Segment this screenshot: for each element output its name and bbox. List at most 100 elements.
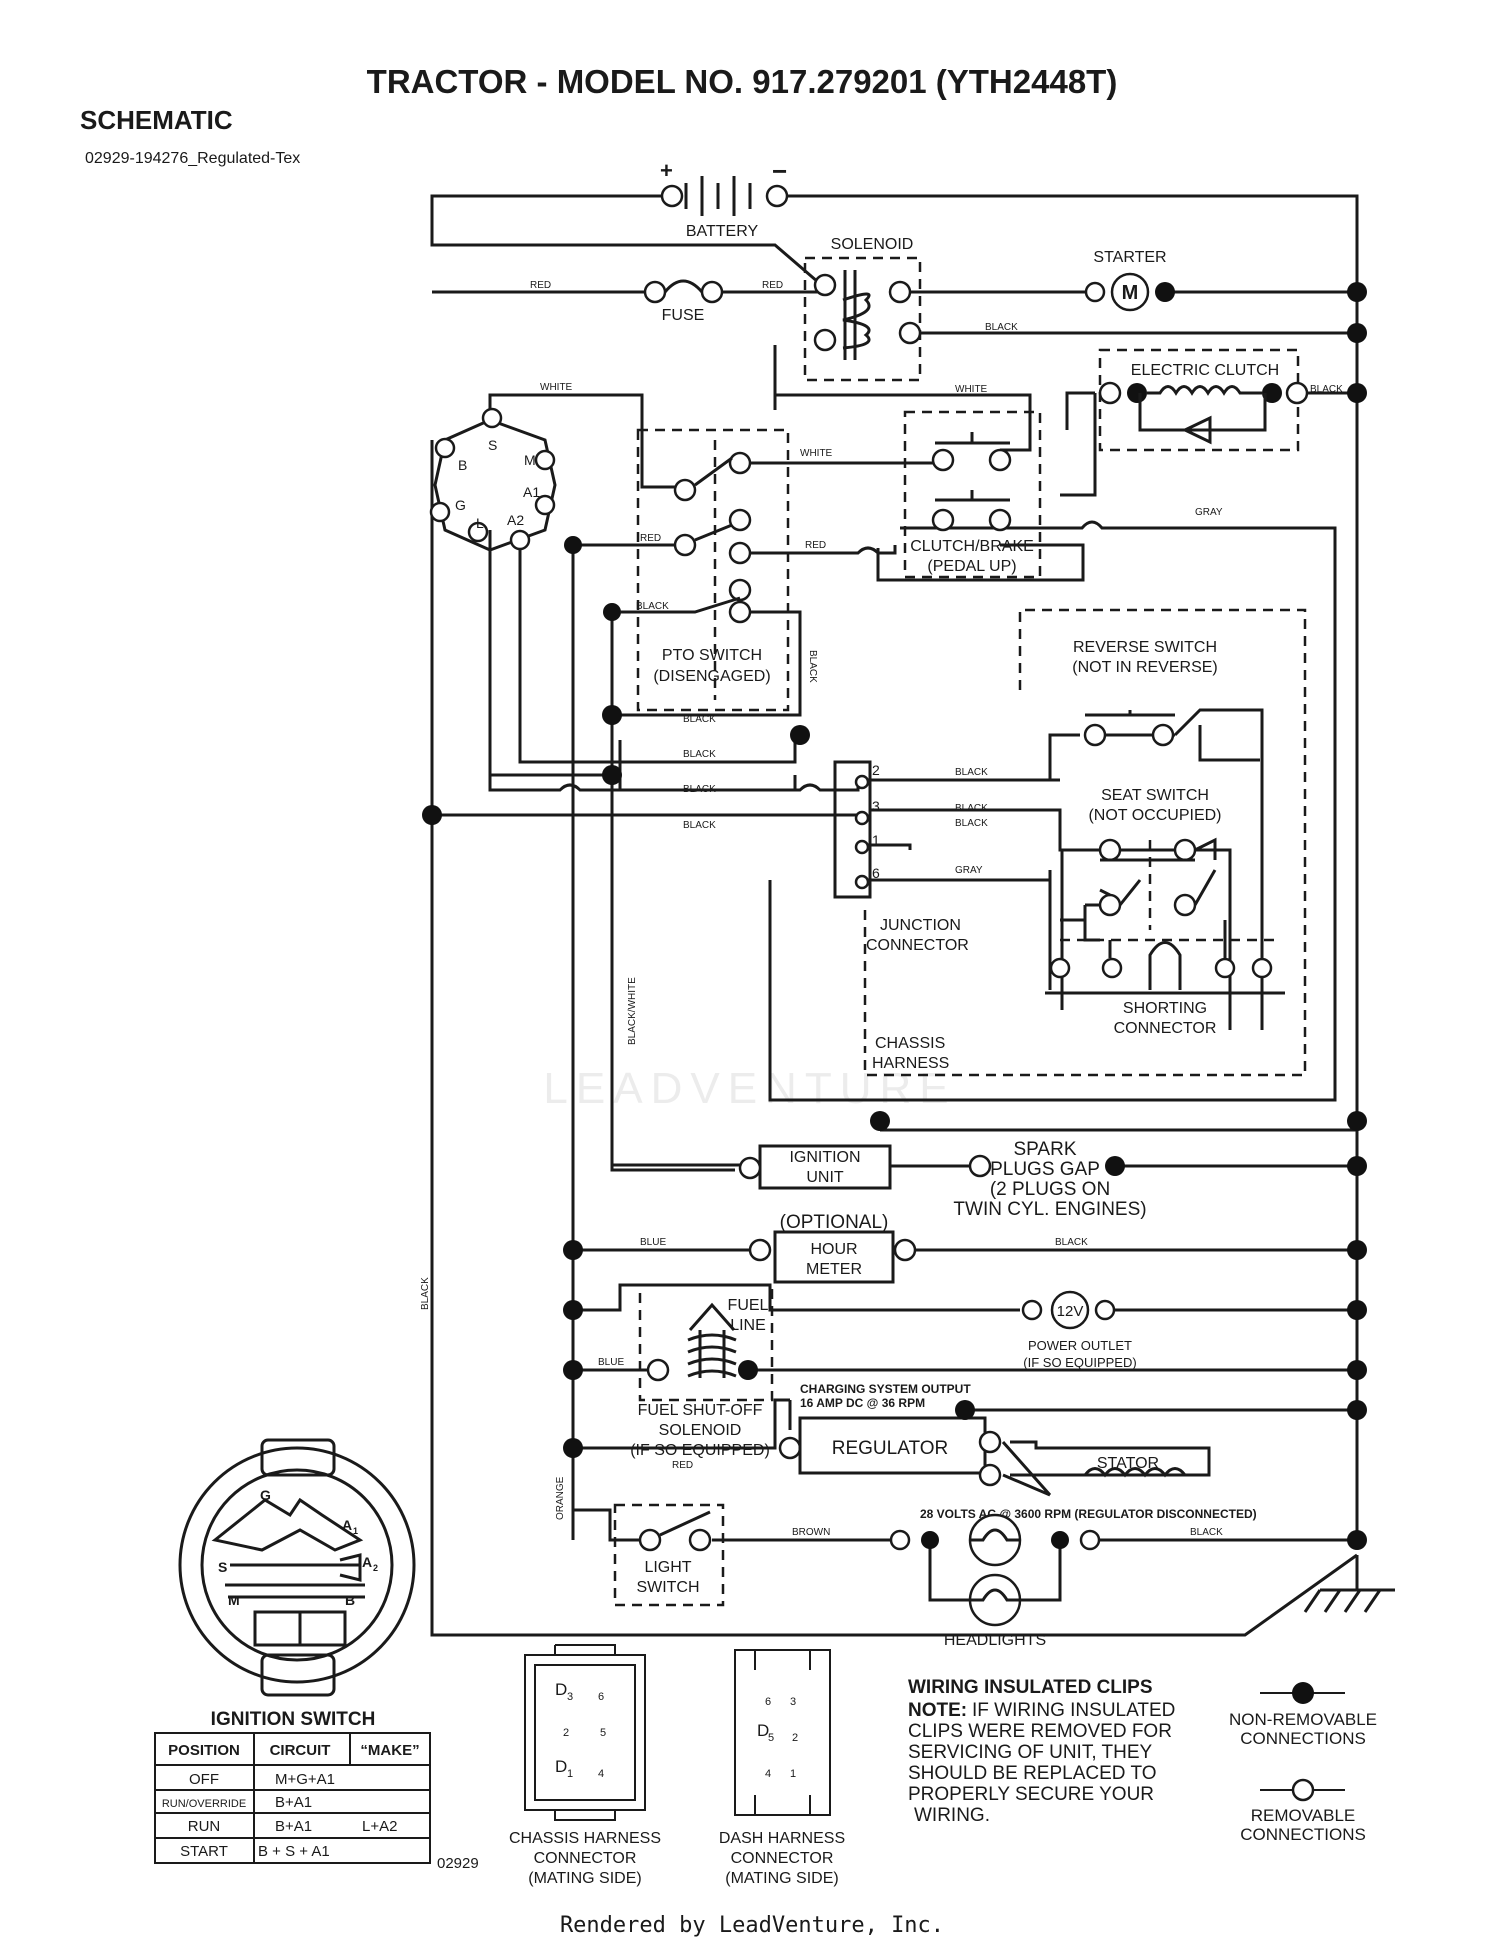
chassis-connector-label-2: CONNECTOR xyxy=(534,1850,637,1867)
ign-terminal-m: M xyxy=(524,452,536,468)
dash-connector-label-2: CONNECTOR xyxy=(731,1850,834,1867)
shorting-connector-label-2: CONNECTOR xyxy=(1114,1020,1217,1037)
ign-face-a2-sub: 2 xyxy=(373,1563,378,1573)
ignition-unit-label-2: UNIT xyxy=(806,1169,844,1186)
note-line: SHOULD BE REPLACED TO xyxy=(908,1763,1156,1784)
wire-label-black: BLACK xyxy=(683,749,716,760)
wire-label-brown: BROWN xyxy=(792,1527,830,1538)
ign-face-m: M xyxy=(228,1592,240,1608)
pin: 1 xyxy=(790,1768,796,1780)
table-cell: RUN xyxy=(188,1818,221,1835)
ign-terminal-a1: A1 xyxy=(523,484,540,500)
ign-face-a1: A xyxy=(342,1517,352,1533)
pin: 3 xyxy=(790,1696,796,1708)
ignition-switch-title: IGNITION SWITCH xyxy=(211,1709,376,1730)
wire-label-gray: GRAY xyxy=(955,865,983,876)
wire-label-blue: BLUE xyxy=(598,1357,624,1368)
hour-meter-label: HOUR xyxy=(810,1241,857,1258)
pin: 3 xyxy=(567,1691,573,1703)
wire-label-black-white: BLACK/WHITE xyxy=(627,977,638,1045)
power-outlet: 12V POWER OUTLET (IF SO EQUIPPED) xyxy=(1021,1290,1137,1370)
stator-label: STATOR xyxy=(1097,1455,1159,1472)
junction-pin-2: 2 xyxy=(872,762,880,778)
pin: 6 xyxy=(598,1691,604,1703)
optional-label: (OPTIONAL) xyxy=(780,1212,889,1233)
wire-label-white: WHITE xyxy=(955,384,988,395)
pto-switch-label: PTO SWITCH xyxy=(662,647,762,664)
ignition-switch-schematic: S B G L A2 A1 M xyxy=(429,407,557,552)
pin: 5 xyxy=(768,1732,774,1744)
fuel-line-label-2: LINE xyxy=(730,1317,766,1334)
wire-label-black: BLACK xyxy=(1055,1237,1088,1248)
ignition-switch-face: G A 1 A 2 S M B IGNITION SWITCH xyxy=(178,1438,416,1730)
table-cell: B+A1 xyxy=(275,1818,312,1835)
chassis-connector-label-3: (MATING SIDE) xyxy=(528,1870,641,1887)
fuse-label: FUSE xyxy=(662,307,705,324)
pin: D xyxy=(757,1721,769,1740)
chassis-harness-label-2: HARNESS xyxy=(872,1055,949,1072)
seat-switch-state: (NOT OCCUPIED) xyxy=(1088,807,1221,824)
pto-switch-state: (DISENGAGED) xyxy=(653,668,770,685)
electric-clutch: ELECTRIC CLUTCH xyxy=(1098,348,1309,452)
connection-legend: NON-REMOVABLE CONNECTIONS REMOVABLE CONN… xyxy=(1229,1682,1377,1844)
power-outlet-label-2: (IF SO EQUIPPED) xyxy=(1023,1355,1136,1370)
spark-plugs-label-4: TWIN CYL. ENGINES) xyxy=(953,1199,1146,1220)
spark-plugs-label-3: (2 PLUGS ON xyxy=(990,1179,1110,1200)
ign-terminal-a2: A2 xyxy=(507,512,524,528)
frame-wires xyxy=(430,194,1395,1637)
note-line: WIRING. xyxy=(914,1805,990,1826)
dash-connector-label: DASH HARNESS xyxy=(719,1830,845,1847)
fuel-shutoff-label-2: SOLENOID xyxy=(659,1422,742,1439)
legend-nonremovable: NON-REMOVABLE xyxy=(1229,1710,1377,1729)
wire-label-black: BLACK xyxy=(420,1277,431,1310)
wire-label-black: BLACK xyxy=(636,601,669,612)
chassis-connector-label: CHASSIS HARNESS xyxy=(509,1830,661,1847)
battery-symbol: + − BATTERY xyxy=(660,156,789,240)
wire-label-white: WHITE xyxy=(800,448,833,459)
note-line: CLIPS WERE REMOVED FOR xyxy=(908,1721,1172,1742)
table-cell: L+A2 xyxy=(362,1818,397,1835)
ign-face-b: B xyxy=(345,1592,355,1608)
pin: D xyxy=(555,1680,567,1699)
fuel-shutoff-label-3: (IF SO EQUIPPED) xyxy=(630,1442,770,1459)
section-heading: SCHEMATIC xyxy=(80,105,233,135)
table-header-circuit: CIRCUIT xyxy=(270,1742,331,1759)
fuel-shutoff-solenoid: FUEL LINE FUEL SHUT-OFF SOLENOID (IF SO … xyxy=(630,1283,774,1459)
ign-terminal-b: B xyxy=(458,457,467,473)
ign-face-g: G xyxy=(260,1487,271,1503)
battery-plus: + xyxy=(660,158,673,183)
junction-pin-3: 3 xyxy=(872,798,880,814)
regulator: REGULATOR CHARGING SYSTEM OUTPUT 16 AMP … xyxy=(778,1382,1257,1521)
ign-terminal-l: L xyxy=(476,515,484,531)
dash-connector-label-3: (MATING SIDE) xyxy=(725,1870,838,1887)
pin: D xyxy=(555,1757,567,1776)
fuse-symbol: FUSE xyxy=(643,279,724,324)
charging-output-label-2: 16 AMP DC @ 36 RPM xyxy=(800,1396,925,1410)
clutch-brake-label: CLUTCH/BRAKE xyxy=(910,538,1034,555)
seat-switch-label: SEAT SWITCH xyxy=(1101,787,1209,804)
pin: 4 xyxy=(598,1768,604,1780)
ign-terminal-g: G xyxy=(455,497,466,513)
ign-terminal-s: S xyxy=(488,437,497,453)
outlet-12v: 12V xyxy=(1057,1303,1084,1320)
light-switch-label: LIGHT xyxy=(644,1559,691,1576)
dash-harness-connector: 6 3 D 5 2 4 1 DASH HARNESS CONNECTOR (MA… xyxy=(719,1649,845,1887)
wire-label-red: RED xyxy=(640,533,661,544)
starter-m: M xyxy=(1122,282,1139,304)
regulator-label: REGULATOR xyxy=(832,1438,949,1459)
battery-label: BATTERY xyxy=(686,223,759,240)
fuel-shutoff-label: FUEL SHUT-OFF xyxy=(638,1402,763,1419)
wire-label-red: RED xyxy=(762,280,783,291)
spark-plugs-label: SPARK xyxy=(1013,1139,1076,1160)
page-title: TRACTOR - MODEL NO. 917.279201 (YTH2448T… xyxy=(367,63,1118,100)
junction-pin-6: 6 xyxy=(872,865,880,881)
wire-label-black: BLACK xyxy=(1190,1527,1223,1538)
table-header-position: POSITION xyxy=(168,1742,240,1759)
wire-label-orange: ORANGE xyxy=(555,1476,566,1520)
legend-nonremovable-2: CONNECTIONS xyxy=(1240,1729,1366,1748)
wire-label-black: BLACK xyxy=(1310,384,1343,395)
light-switch-label-2: SWITCH xyxy=(636,1579,699,1596)
wire-label-black: BLACK xyxy=(807,650,818,683)
table-ref: 02929 xyxy=(437,1855,479,1872)
ignition-unit: IGNITION UNIT SPARK PLUGS GAP (2 PLUGS O… xyxy=(738,1139,1147,1220)
